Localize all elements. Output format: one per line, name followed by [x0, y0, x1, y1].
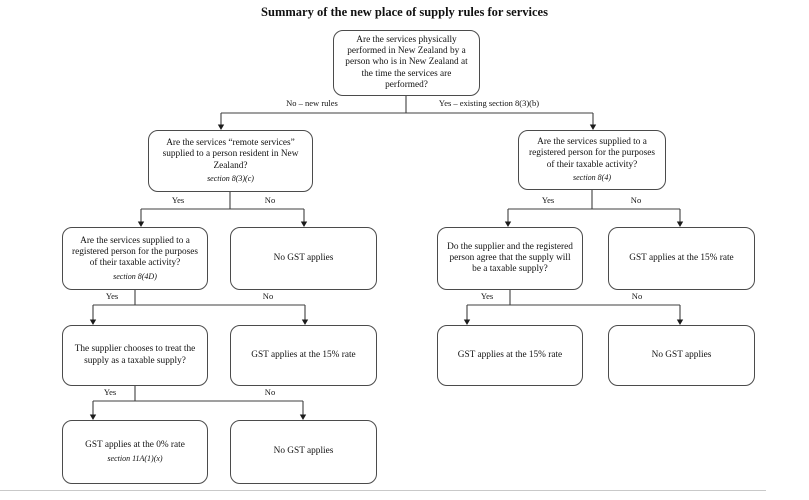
node-gst-15-remote-no-text: GST applies at the 15% rate	[251, 349, 356, 360]
edge-label-remote-no: No	[264, 195, 276, 205]
node-gst-15-agree-yes-outcome: GST applies at the 15% rate	[437, 325, 583, 386]
connector-agreement-split	[463, 290, 684, 325]
edge-label-agreement-yes: Yes	[480, 291, 494, 301]
node-gst-15-existing-no-text: GST applies at the 15% rate	[629, 252, 734, 263]
node-registered-existing-question: Are the services supplied to a registere…	[518, 130, 666, 190]
connector-remote-split	[137, 192, 308, 227]
node-registered-remote-text: Are the services supplied to a registere…	[72, 235, 198, 269]
edge-label-remote-yes: Yes	[171, 195, 185, 205]
page-bottom-divider	[0, 490, 766, 491]
connector-chooses-split	[89, 385, 307, 420]
node-registered-remote-question: Are the services supplied to a registere…	[62, 227, 208, 290]
node-gst-0-rate-section-ref: section 11A(1)(x)	[107, 453, 163, 463]
edge-label-registered-existing-yes: Yes	[541, 195, 555, 205]
edge-label-registered-remote-no: No	[262, 291, 274, 301]
connector-registered-remote-split	[89, 290, 309, 325]
node-no-gst-remote-text: No GST applies	[273, 252, 334, 263]
node-gst-15-existing-no-outcome: GST applies at the 15% rate	[608, 227, 755, 290]
node-gst-15-agree-yes-text: GST applies at the 15% rate	[457, 349, 563, 360]
node-root-question-text: Are the services physically performed in…	[345, 34, 468, 90]
node-registered-remote-section-ref: section 8(4D)	[113, 271, 157, 281]
node-no-gst-remote-outcome: No GST applies	[230, 227, 377, 290]
node-no-gst-chooses-no-outcome: No GST applies	[230, 420, 377, 484]
node-no-gst-agree-no-outcome: No GST applies	[608, 325, 755, 386]
page-title: Summary of the new place of supply rules…	[261, 5, 548, 19]
edge-label-root-no: No – new rules	[286, 98, 338, 108]
connector-root-split	[217, 96, 597, 130]
node-registered-existing-section-ref: section 8(4)	[573, 173, 611, 183]
edge-label-chooses-no: No	[264, 387, 276, 397]
node-remote-services-question: Are the services “remote services” suppl…	[148, 130, 313, 192]
edge-label-registered-existing-no: No	[630, 195, 642, 205]
edge-label-chooses-yes: Yes	[103, 387, 117, 397]
node-supplier-chooses-question: The supplier chooses to treat the supply…	[62, 325, 208, 386]
node-supplier-chooses-text: The supplier chooses to treat the supply…	[74, 344, 196, 366]
node-gst-15-remote-no-outcome: GST applies at the 15% rate	[230, 325, 377, 386]
edge-label-root-yes: Yes – existing section 8(3)(b)	[438, 98, 540, 108]
node-gst-0-rate-outcome: GST applies at the 0% rate section 11A(1…	[62, 420, 208, 484]
edge-label-registered-remote-yes: Yes	[105, 291, 119, 301]
node-gst-0-rate-text: GST applies at the 0% rate	[85, 440, 185, 451]
node-no-gst-agree-no-text: No GST applies	[651, 349, 712, 360]
node-registered-existing-text: Are the services supplied to a registere…	[529, 137, 655, 170]
node-no-gst-chooses-no-text: No GST applies	[273, 446, 334, 457]
edge-label-agreement-no: No	[631, 291, 643, 301]
node-supplier-agreement-text: Do the supplier and the registered perso…	[447, 241, 573, 275]
node-remote-services-text: Are the services “remote services” suppl…	[162, 138, 299, 171]
node-supplier-agreement-question: Do the supplier and the registered perso…	[437, 227, 583, 290]
connector-registered-existing-split	[504, 190, 684, 227]
node-root-question: Are the services physically performed in…	[333, 30, 480, 96]
node-remote-services-section-ref: section 8(3)(c)	[207, 174, 254, 184]
